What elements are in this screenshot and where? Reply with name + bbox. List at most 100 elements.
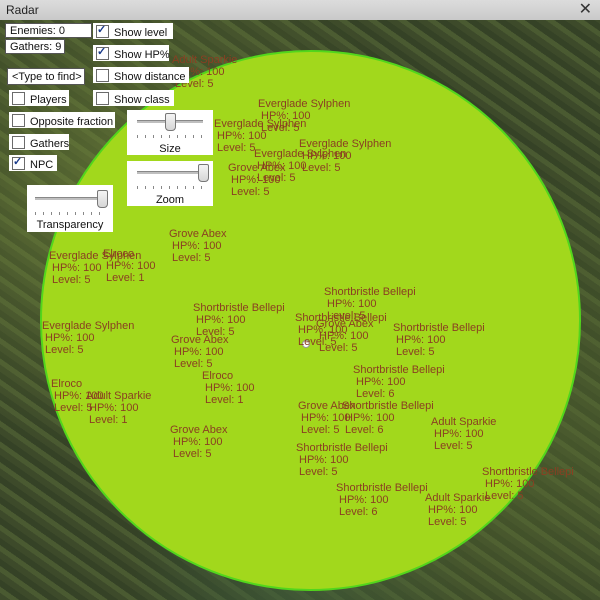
show-class-checkbox[interactable]: Show class [93,90,174,106]
entity-level: Level: 1 [89,414,128,426]
gathers-checkbox[interactable]: Gathers [9,134,69,150]
entity-hp: HP%: 100 [434,428,484,440]
entity-level: Level: 5 [231,186,270,198]
size-slider[interactable]: Size [127,110,213,155]
entity-hp: HP%: 100 [257,160,307,172]
opposite-fraction-checkbox[interactable]: Opposite fraction [9,112,115,128]
transparency-slider-thumb[interactable] [96,190,108,208]
show-distance-checkbox-box[interactable] [96,69,109,82]
players-checkbox-box[interactable] [12,92,25,105]
show-class-checkbox-box[interactable] [96,92,109,105]
transparency-slider[interactable]: Transparency [27,185,113,232]
gathers-count: Gathers: 9 [5,39,65,54]
entity-level: Level: 5 [217,142,256,154]
entity-hp: HP%: 100 [231,174,281,186]
entity-hp: HP%: 100 [196,314,246,326]
entity-level: Level: 5 [298,336,337,348]
entity-hp: HP%: 100 [54,390,104,402]
size-slider-ticks [137,135,203,138]
show-level-checkbox-box[interactable] [96,23,109,38]
entity-hp: HP%: 100 [299,454,349,466]
entity-name: Shortbristle Bellepi [353,364,445,376]
zoom-slider-ticks [137,186,203,189]
entity-level: Level: 5 [302,162,341,174]
entity-hp: HP%: 100 [217,130,267,142]
entity-name: Elroco [51,378,83,390]
entity-hp: HP%: 100 [172,240,222,252]
entity-level: Level: 1 [106,272,145,284]
npc-checkbox-box[interactable] [12,155,25,170]
show-hp-checkbox-box[interactable] [96,45,109,60]
entity-name: Grove Abex [316,318,374,330]
entity-level: Level: 6 [339,506,378,518]
entity-name: Elroco [103,248,135,260]
entity-name: Grove Abex [298,400,356,412]
entity-hp: HP%: 100 [205,382,255,394]
zoom-slider[interactable]: Zoom [127,161,213,206]
entity-level: Level: 5 [428,516,467,528]
entity-name: Everglade Sylphen [299,138,392,150]
entity-hp: HP%: 100 [301,412,351,424]
entity-level: Level: 5 [319,342,358,354]
transparency-slider-ticks [35,212,105,215]
players-checkbox[interactable]: Players [9,90,69,106]
zoom-slider-thumb[interactable] [198,164,209,182]
gathers-checkbox-box[interactable] [12,136,25,149]
transparency-slider-track[interactable] [35,197,105,200]
size-slider-thumb[interactable] [165,113,176,131]
entity-name: Everglade Sylphen [42,320,135,332]
title-bar[interactable]: Radar ✕ [0,0,600,21]
entity-level: Level: 5 [327,310,366,322]
entity-name: Shortbristle Bellepi [342,400,434,412]
entity-name: Shortbristle Bellepi [193,302,285,314]
entity-name: Everglade Sylphen [254,148,347,160]
show-distance-label: Show distance [114,71,186,83]
entity-hp: HP%: 100 [345,412,395,424]
entity-level: Level: 5 [434,440,473,452]
entity-level: Level: 5 [396,346,435,358]
opposite-fraction-checkbox-box[interactable] [12,114,25,127]
find-input[interactable]: <Type to find> [7,68,85,85]
close-icon[interactable]: ✕ [578,0,592,18]
show-distance-checkbox[interactable]: Show distance [93,67,189,83]
entity-name: Shortbristle Bellepi [295,312,387,324]
entity-level: Level: 1 [205,394,244,406]
entity-level: Level: 5 [45,344,84,356]
entity-hp: HP%: 100 [428,504,478,516]
show-hp-checkbox[interactable]: Show HP% [93,45,170,61]
gathers-label: Gathers [30,138,70,150]
player-position-marker [302,340,310,348]
entity-hp: HP%: 100 [339,494,389,506]
window-title: Radar [6,3,39,17]
entity-level: Level: 6 [345,424,384,436]
show-level-checkbox[interactable]: Show level [93,23,173,39]
entity-hp: HP%: 100 [52,262,102,274]
entity-hp: HP%: 100 [298,324,348,336]
size-slider-label: Size [159,143,181,155]
npc-checkbox[interactable]: NPC [9,155,57,171]
npc-label: NPC [30,159,54,171]
zoom-slider-track[interactable] [137,171,203,174]
entity-name: Shortbristle Bellepi [393,322,485,334]
transparency-slider-label: Transparency [36,219,104,231]
entity-level: Level: 5 [173,448,212,460]
